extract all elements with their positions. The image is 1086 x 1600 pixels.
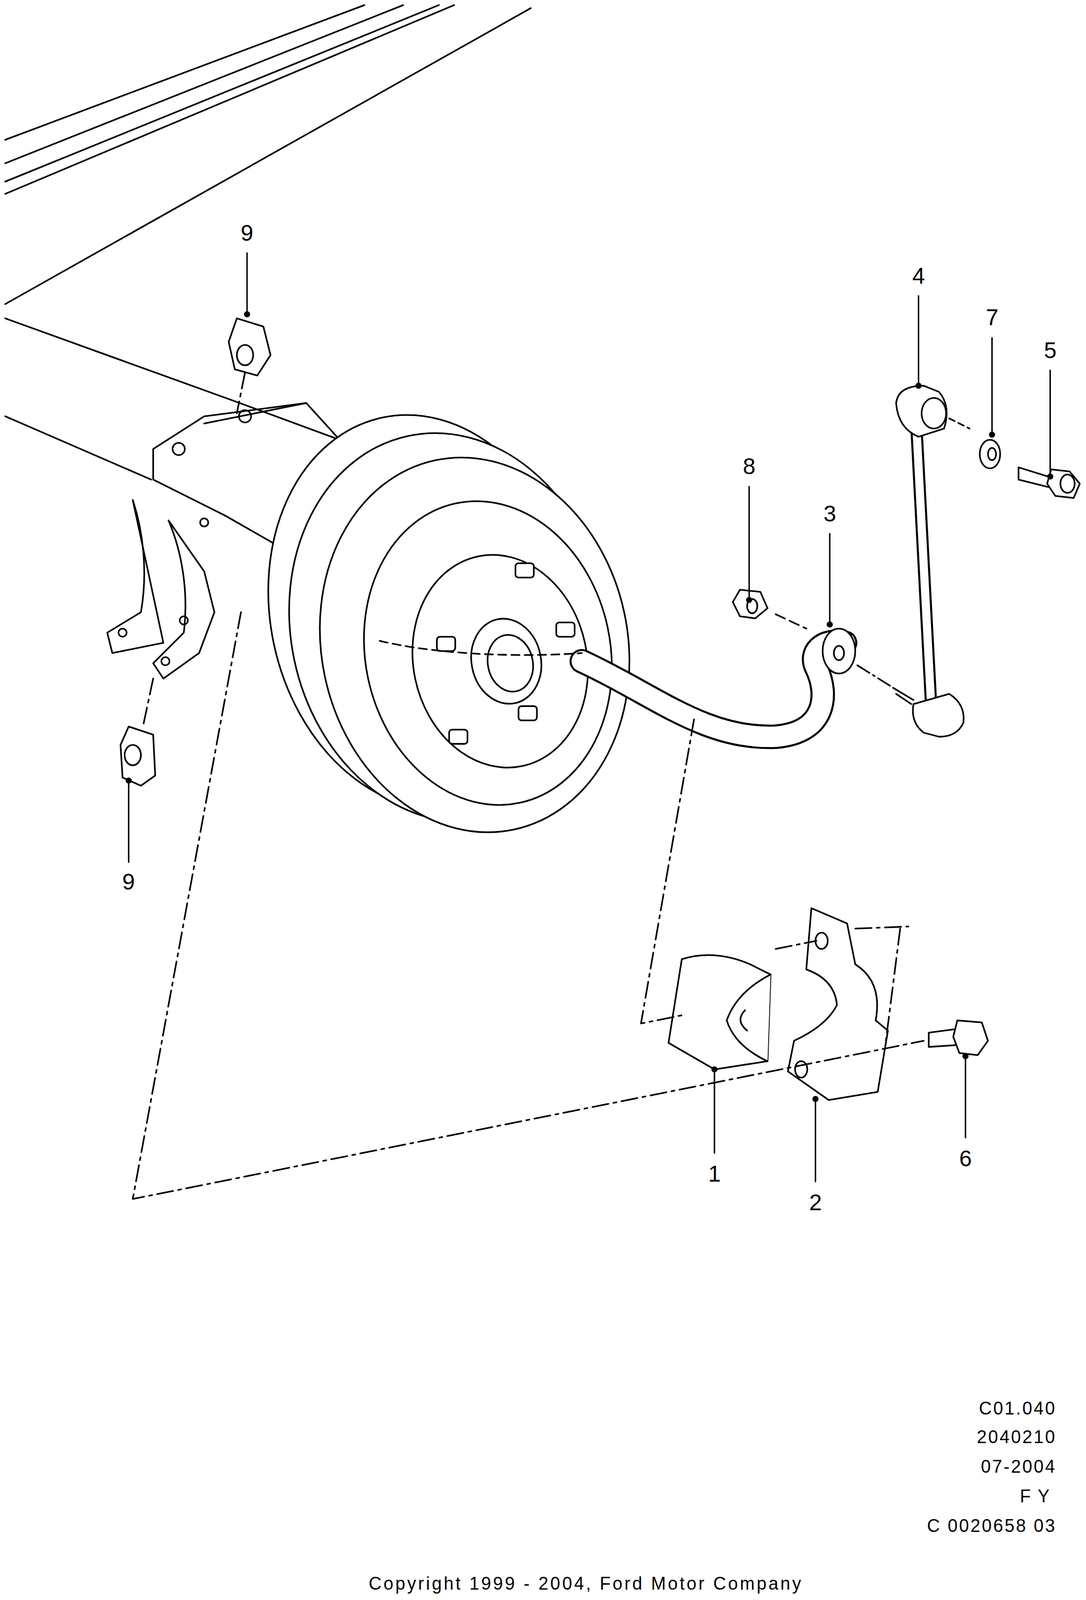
drawing-code: C 0020658 03: [927, 1517, 1057, 1536]
drawing-code: C01.040: [978, 1399, 1057, 1418]
drawing-code: FY: [1019, 1487, 1057, 1506]
drawing-code: 2040210: [976, 1428, 1057, 1447]
callout-number: 9: [240, 221, 254, 245]
callout-number: 5: [1044, 338, 1057, 362]
stabilizer-bar: [379, 628, 856, 738]
callout-number: 6: [959, 1147, 973, 1170]
callout-number: 3: [823, 502, 837, 525]
callout-number: 9: [122, 870, 136, 894]
callout-number: 2: [809, 1191, 823, 1214]
wheel-studs: [436, 563, 575, 745]
stabilizer-link: [857, 385, 971, 737]
callout-number: 7: [985, 305, 999, 329]
fasteners: [732, 439, 1080, 629]
callout-number: 4: [912, 264, 926, 288]
callout-number: 8: [743, 454, 756, 478]
clip-nuts: [120, 318, 271, 786]
clamp-parts: [668, 908, 988, 1101]
leader-dots: [125, 311, 1054, 1103]
copyright-notice: Copyright 1999 - 2004, Ford Motor Compan…: [368, 1574, 803, 1593]
assembly-lines: [132, 372, 924, 1199]
callout-number: 1: [708, 1162, 721, 1186]
drawing-code: 07-2004: [980, 1458, 1057, 1476]
brake-drum: [232, 385, 664, 862]
leader-lines: [128, 253, 1051, 1182]
